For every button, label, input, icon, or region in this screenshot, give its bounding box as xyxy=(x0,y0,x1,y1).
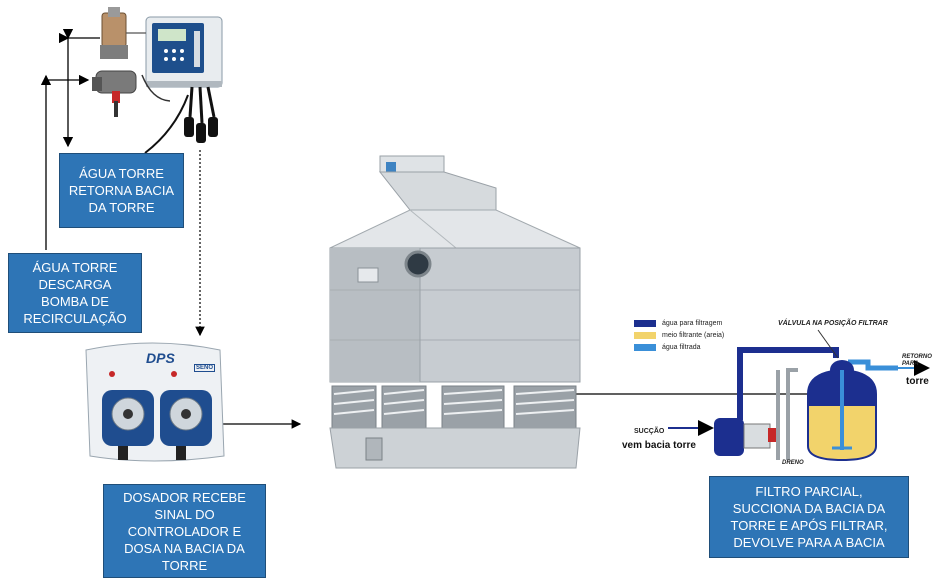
callout-line: DOSADOR RECEBE xyxy=(123,489,246,505)
dosing-pump-graphic xyxy=(85,342,225,462)
legend-label: água filtrada xyxy=(662,343,701,351)
callout-line: ÁGUA TORRE xyxy=(79,166,164,181)
callout-dosing: DOSADOR RECEBE SINAL DO CONTROLADOR E DO… xyxy=(103,484,266,578)
legend-swatch xyxy=(634,319,656,327)
legend-label: meio filtrante (areia) xyxy=(662,331,725,339)
dosing-pump-badge: SENO xyxy=(194,364,216,372)
return-label: RETORNO PARA xyxy=(902,354,932,367)
callout-line: RETORNA BACIA xyxy=(68,183,175,198)
controller-assembly xyxy=(92,7,223,143)
dosing-pump: DPS SENO xyxy=(82,338,228,466)
callout-line: BOMBA DE xyxy=(41,294,109,309)
callout-line: TORRE xyxy=(161,557,208,573)
controller-cable xyxy=(144,94,189,154)
legend-item: água para filtragem xyxy=(634,318,724,328)
suction-label: SUCÇÃO xyxy=(634,428,665,435)
callout-line: RECIRCULAÇÃO xyxy=(23,311,127,326)
legend-item: meio filtrante (areia) xyxy=(634,330,724,340)
callout-line: ÁGUA TORRE xyxy=(32,260,118,275)
legend-swatch xyxy=(634,331,656,339)
legend-item: água filtrada xyxy=(634,342,724,352)
callout-return-basin: ÁGUA TORRE RETORNA BACIA DA TORRE xyxy=(59,153,184,228)
suction-sublabel: vem bacia torre xyxy=(622,440,696,451)
legend-label: água para filtragem xyxy=(662,319,723,327)
callout-line: TORRE E APÓS FILTRAR, xyxy=(730,518,888,533)
callout-line: SUCCIONA DA BACIA DA xyxy=(732,501,886,516)
filter-legend: água para filtragem meio filtrante (arei… xyxy=(634,318,724,352)
callout-line: SINAL DO xyxy=(154,506,215,522)
callout-line: CONTROLADOR E xyxy=(127,523,242,539)
callout-line: DESCARGA xyxy=(38,277,112,292)
dosing-pump-brand: DPS xyxy=(146,350,175,366)
filter-graphic xyxy=(668,329,930,462)
callout-filter: FILTRO PARCIAL, SUCCIONA DA BACIA DA TOR… xyxy=(709,476,909,558)
callout-discharge-pump: ÁGUA TORRE DESCARGA BOMBA DE RECIRCULAÇÃ… xyxy=(8,253,142,333)
callout-line: DA TORRE xyxy=(88,200,155,215)
legend-swatch xyxy=(634,343,656,351)
valve-label: VÁLVULA NA POSIÇÃO FILTRAR xyxy=(778,320,888,327)
cooling-tower xyxy=(329,155,581,469)
callout-line: DOSA NA BACIA DA xyxy=(124,540,245,556)
callout-line: FILTRO PARCIAL, xyxy=(755,484,863,499)
return-sublabel: torre xyxy=(906,376,929,387)
drain-label: DRENO xyxy=(782,460,804,466)
callout-line: DEVOLVE PARA A BACIA xyxy=(733,535,885,550)
filter-diagram: água para filtragem meio filtrante (arei… xyxy=(622,310,946,470)
